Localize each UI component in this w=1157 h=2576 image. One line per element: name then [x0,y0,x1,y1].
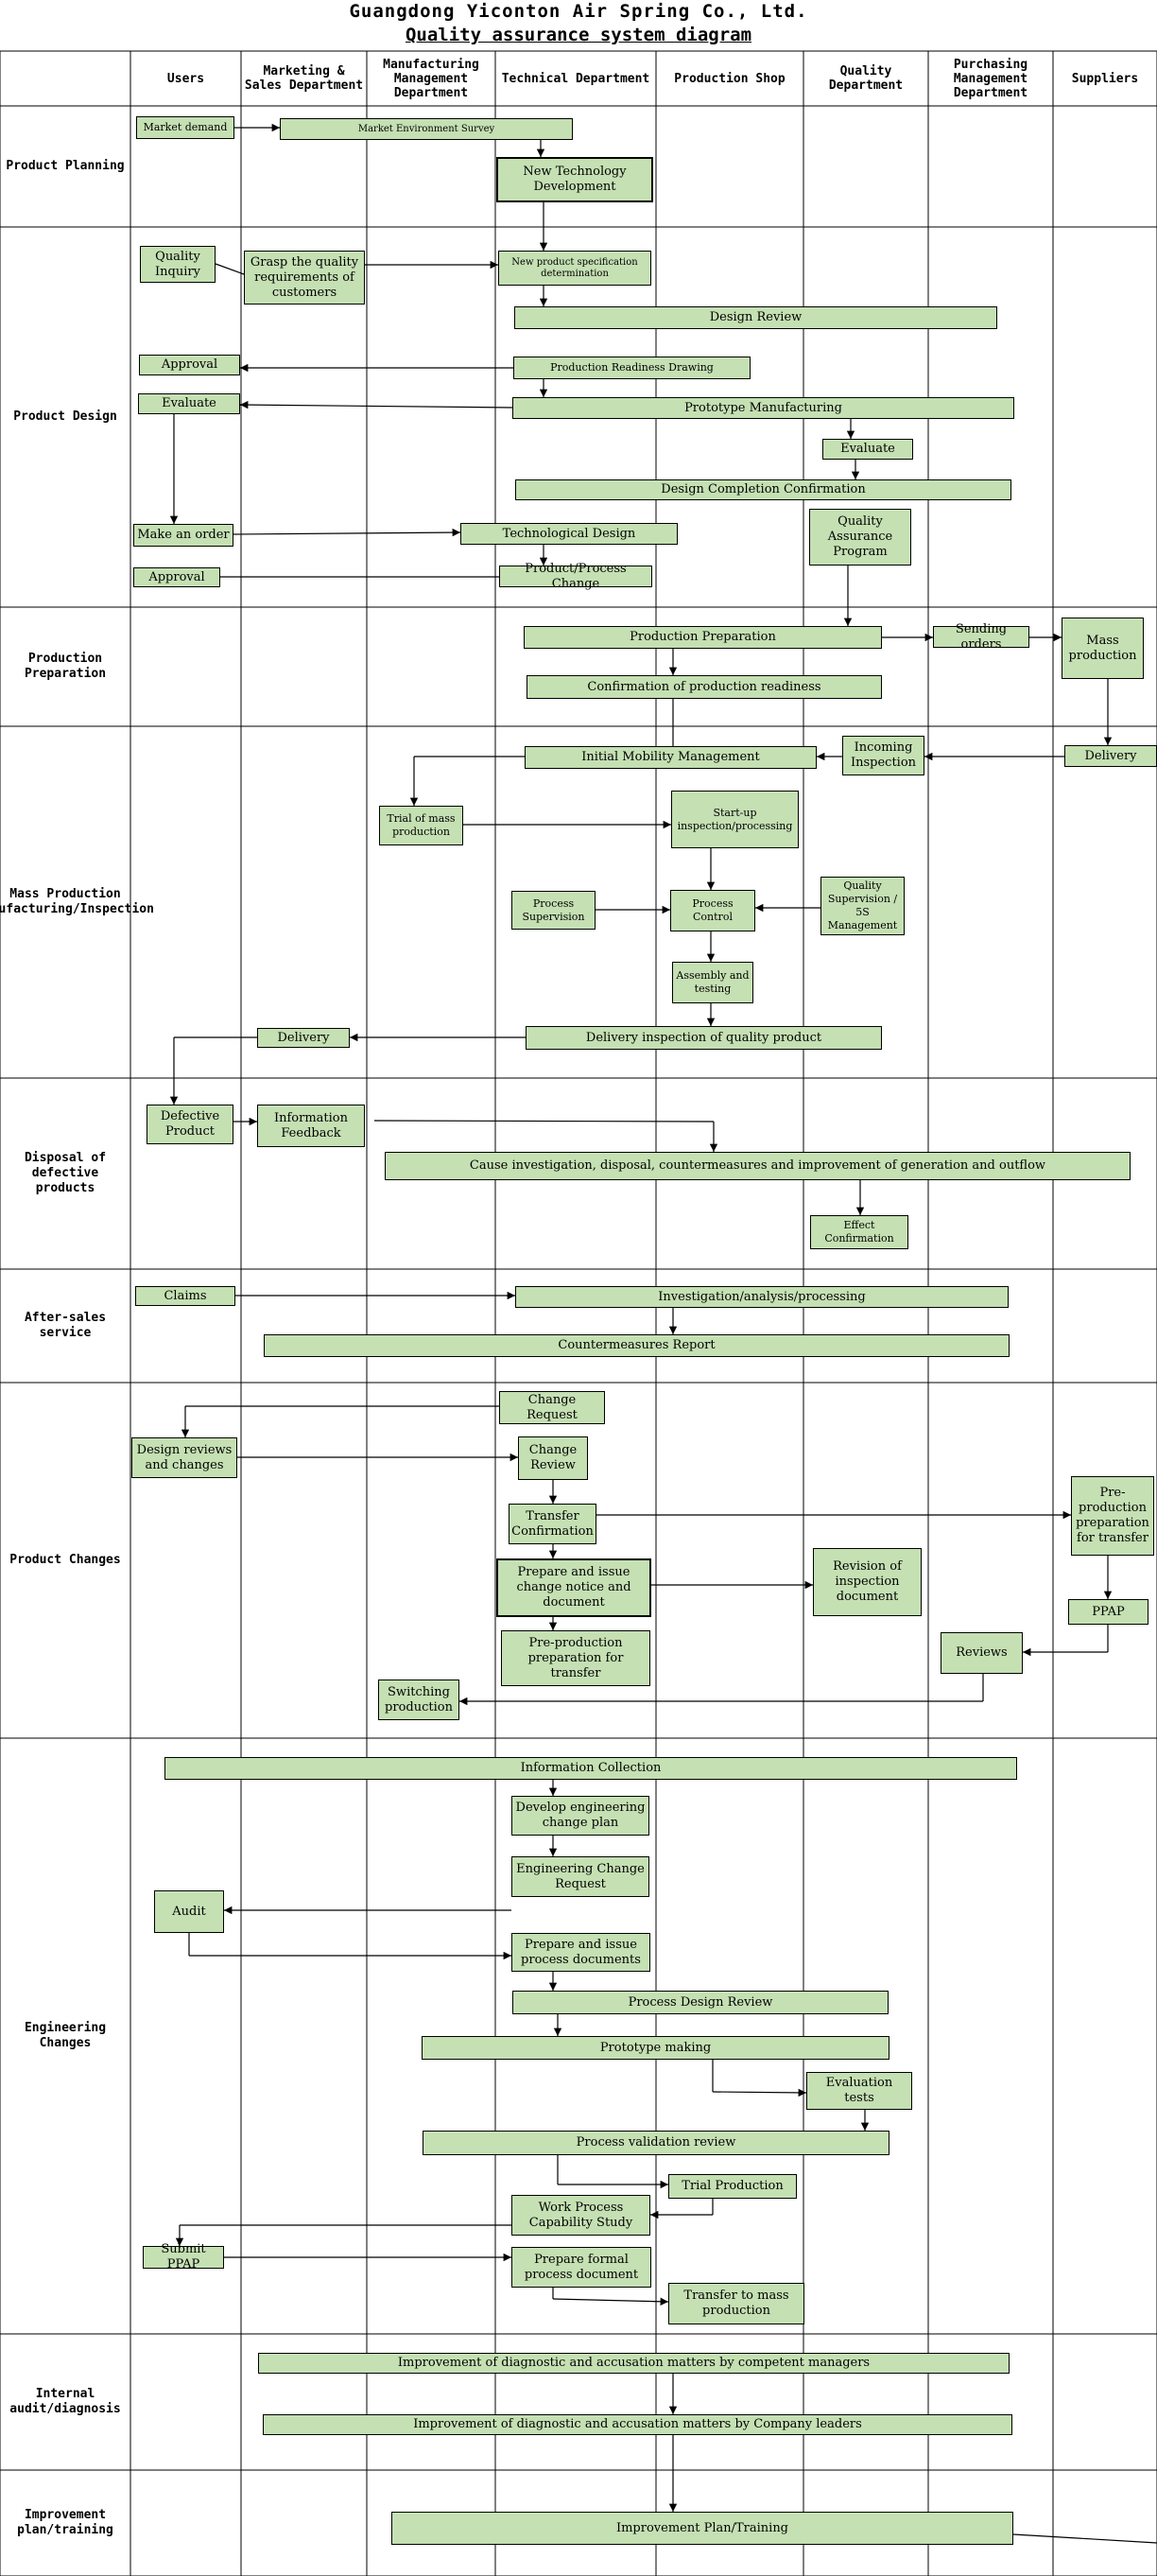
box-delivery-supplier: Delivery [1064,745,1157,767]
box-develop-engineering-change-plan: Develop engineering change plan [511,1796,649,1836]
column-header-technical: Technical Department [501,71,650,86]
box-audit: Audit [154,1890,224,1933]
phase-internal-audit: Internal audit/diagnosis [9,2387,121,2416]
box-engineering-change-request: Engineering Change Request [511,1856,649,1897]
box-trial-mass-production: Trial of mass production [379,806,463,845]
box-approval-1: Approval [139,355,240,375]
box-reviews: Reviews [941,1632,1023,1674]
flow-arrow [712,2088,807,2097]
box-delivery-marketing: Delivery [257,1028,350,1048]
phase-engineering-changes: Engineering Changes [24,2021,107,2050]
box-improvement-competent-managers: Improvement of diagnostic and accusation… [258,2353,1010,2374]
box-transfer-mass-production: Transfer to mass production [668,2283,804,2324]
box-prototype-making: Prototype making [422,2036,889,2060]
column-header-production: Production Shop [674,71,786,86]
box-effect-confirmation: Effect Confirmation [810,1215,908,1249]
phase-product-planning: Product Planning [6,159,125,173]
box-grasp-quality-requirements: Grasp the quality requirements of custom… [244,251,365,305]
box-quality-supervision-5s: Quality Supervision / 5S Management [820,877,905,935]
flow-arrow [215,263,245,275]
box-design-reviews-changes: Design reviews and changes [131,1437,237,1478]
column-header-marketing: Marketing & Sales Department [244,64,364,93]
box-preproduction-technical: Pre-production preparation for transfer [501,1630,650,1686]
box-design-completion-confirmation: Design Completion Confirmation [515,479,1011,500]
phase-disposal-defective: Disposal of defective products [24,1151,107,1195]
flow-arrow [552,2297,669,2306]
box-improvement-company-leaders: Improvement of diagnostic and accusation… [263,2414,1012,2435]
box-market-demand: Market demand [136,116,234,139]
column-header-users: Users [166,71,205,86]
box-confirmation-production-readiness: Confirmation of production readiness [527,675,882,699]
box-design-review: Design Review [514,306,997,329]
flow-arrow [373,1120,715,1123]
box-sending-orders: Sending orders [933,622,1029,652]
box-claims: Claims [135,1286,235,1306]
box-transfer-confirmation: Transfer Confirmation [509,1504,596,1544]
box-market-environment-survey: Market Environment Survey [280,118,573,140]
box-quality-inquiry: Quality Inquiry [140,246,216,283]
table-grid [0,50,1157,2576]
box-information-collection: Information Collection [164,1757,1017,1780]
flow-arrow [233,528,461,537]
box-initial-mobility-management: Initial Mobility Management [525,746,817,769]
box-prepare-formal-process-document: Prepare formal process document [511,2247,651,2288]
flow-arrows [169,123,1157,2544]
box-startup-inspection: Start-up inspection/processing [671,791,799,848]
column-header-suppliers: Suppliers [1071,71,1139,86]
box-make-an-order: Make an order [133,524,233,547]
phase-production-preparation: Production Preparation [24,652,107,681]
box-prepare-change-notice: Prepare and issue change notice and docu… [496,1558,651,1617]
box-prototype-manufacturing: Prototype Manufacturing [512,397,1014,419]
flow-arrow [1012,2533,1157,2544]
box-process-design-review: Process Design Review [512,1991,889,2014]
box-mass-production: Mass production [1062,618,1144,679]
box-switching-production: Switching production [378,1680,459,1720]
box-production-readiness-drawing: Production Readiness Drawing [513,357,751,379]
box-prepare-process-documents: Prepare and issue process documents [511,1933,650,1972]
box-quality-assurance-program: Quality Assurance Program [809,509,911,566]
box-process-validation-review: Process validation review [423,2131,889,2155]
box-evaluate-user: Evaluate [138,393,240,414]
box-defective-product: Defective Product [147,1105,233,1144]
box-trial-production: Trial Production [668,2174,797,2199]
column-header-quality: Quality Department [828,64,904,93]
box-investigation-analysis-processing: Investigation/analysis/processing [515,1286,1009,1308]
box-preproduction-supplier: Pre-production preparation for transfer [1071,1476,1154,1556]
box-process-supervision: Process Supervision [511,891,596,930]
box-information-feedback: Information Feedback [257,1105,365,1147]
box-technological-design: Technological Design [460,523,678,545]
box-cause-investigation: Cause investigation, disposal, counterme… [385,1152,1131,1180]
flow-arrow [239,400,513,409]
box-submit-ppap: Submit PPAP [143,2242,224,2271]
page-subtitle: Quality assurance system diagram [405,25,752,45]
phase-product-design: Product Design [13,409,117,424]
box-revision-inspection-document: Revision of inspection document [813,1548,922,1616]
column-header-purchasing: Purchasing Management Department [953,57,1028,100]
box-new-product-specification: New product specification determination [498,251,651,286]
box-new-technology-development: New Technology Development [496,157,653,202]
box-production-preparation: Production Preparation [524,626,882,649]
box-delivery-inspection-quality-product: Delivery inspection of quality product [526,1026,882,1050]
column-header-manufacturing: Manufacturing Management Department [383,57,479,100]
box-change-request: Change Request [499,1391,605,1424]
phase-mass-production: Mass Production Manufacturing/Inspection [0,887,154,916]
box-ppap-supplier: PPAP [1068,1599,1148,1625]
page-title: Guangdong Yiconton Air Spring Co., Ltd. [349,1,808,22]
box-assembly-testing: Assembly and testing [672,962,753,1003]
box-product-process-change: Product/Process Change [499,562,652,591]
phase-after-sales: After-sales service [24,1311,107,1340]
box-incoming-inspection: Incoming Inspection [842,736,924,775]
box-evaluate-quality: Evaluate [822,439,913,460]
box-countermeasures-report: Countermeasures Report [264,1334,1010,1357]
box-evaluation-tests: Evaluation tests [806,2072,912,2110]
box-change-review: Change Review [518,1436,588,1480]
box-improvement-plan-training: Improvement Plan/Training [391,2512,1013,2545]
box-approval-2: Approval [133,567,220,587]
phase-product-changes: Product Changes [9,1553,121,1567]
box-work-process-capability-study: Work Process Capability Study [511,2195,650,2236]
box-process-control: Process Control [670,890,755,931]
phase-improvement-plan: Improvement plan/training [17,2508,113,2537]
